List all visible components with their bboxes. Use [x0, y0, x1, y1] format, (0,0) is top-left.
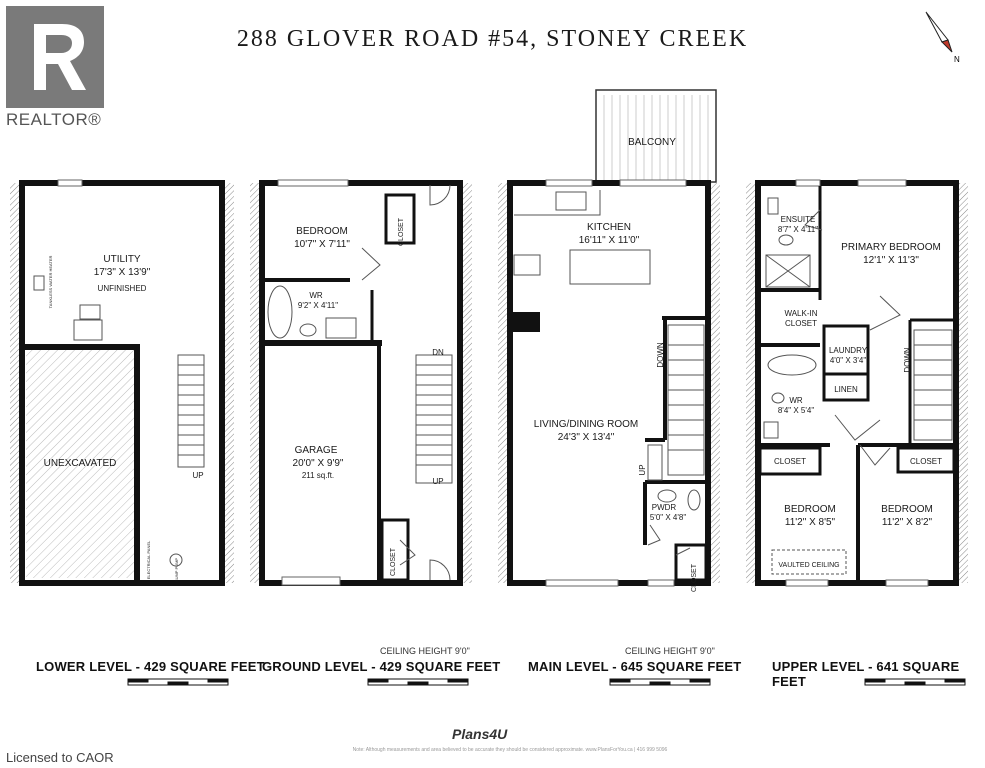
lower-up-label: UP — [192, 471, 203, 480]
ground-wr-size: 9'2" X 4'11" — [298, 301, 338, 310]
realtor-wordmark: REALTOR® — [6, 110, 102, 129]
sump-pump-label: SUMP PUMP — [174, 558, 179, 582]
primary-bedroom-size: 12'1" X 11'3" — [863, 255, 919, 266]
ground-closet-top: CLOSET — [398, 217, 405, 246]
footer-disclaimer: Note: Although measurements and area bel… — [352, 747, 668, 753]
garage-size: 20'0" X 9'9" — [293, 458, 344, 469]
upper-bedroom-left-label: BEDROOM — [784, 504, 836, 515]
compass-icon: N — [918, 8, 968, 64]
upper-bedroom-left-size: 11'2" X 8'5" — [785, 517, 836, 528]
utility-size: 17'3" X 13'9" — [94, 267, 151, 278]
vaulted-ceiling-label: VAULTED CEILING — [778, 562, 839, 569]
ground-level-title: GROUND LEVEL - 429 SQUARE FEET — [262, 659, 501, 674]
utility-note: UNFINISHED — [98, 284, 147, 293]
upper-wr-label: WR — [789, 396, 803, 405]
page-title: 288 GLOVER ROAD #54, STONEY CREEK — [236, 26, 749, 52]
lower-level-title: LOWER LEVEL - 429 SQUARE FEET — [36, 659, 265, 674]
kitchen-size: 16'11" X 11'0" — [579, 235, 640, 246]
main-level-title: MAIN LEVEL - 645 SQUARE FEET — [528, 659, 742, 674]
walkin-label: WALK-IN — [784, 309, 817, 318]
kitchen-label: KITCHEN — [587, 222, 631, 233]
main-level-plan — [498, 89, 720, 587]
garage-area: 211 sq.ft. — [302, 471, 334, 480]
upper-wr-size: 8'4" X 5'4" — [778, 406, 814, 415]
electrical-panel-label: ELECTRICAL PANEL — [146, 540, 151, 579]
licensed-text: Licensed to CAOR — [6, 750, 114, 765]
walkin-label-2: CLOSET — [785, 319, 817, 328]
utility-label: UTILITY — [103, 254, 141, 265]
linen-label: LINEN — [834, 385, 858, 394]
living-label: LIVING/DINING ROOM — [534, 419, 638, 430]
laundry-label: LAUNDRY — [829, 346, 868, 355]
ground-dn-label: DN — [432, 348, 444, 357]
upper-closet-right: CLOSET — [910, 457, 942, 466]
upper-level-plan — [746, 179, 968, 587]
upper-bedroom-right-size: 11'2" X 8'2" — [882, 517, 933, 528]
main-up-label: UP — [638, 464, 647, 475]
pwdr-size: 5'0" X 4'8" — [650, 513, 686, 522]
ground-bedroom-size: 10'7" X 7'11" — [294, 239, 350, 250]
pwdr-label: PWDR — [652, 503, 677, 512]
ground-level-plan — [250, 179, 472, 586]
laundry-size: 4'0" X 3'4" — [830, 356, 866, 365]
primary-bedroom-label: PRIMARY BEDROOM — [841, 242, 941, 253]
ground-bedroom-label: BEDROOM — [296, 226, 348, 237]
main-closet-label: CLOSET — [691, 563, 698, 592]
ensuite-size: 8'7" X 4'11" — [778, 225, 818, 234]
room-labels: UTILITY 17'3" X 13'9" UNFINISHED UNEXCAV… — [44, 137, 943, 592]
ground-wr-label: WR — [309, 291, 323, 300]
water-heater-label: TANKLESS WATER HEATER — [48, 256, 53, 309]
ground-closet-bottom: CLOSET — [390, 547, 397, 576]
upper-bedroom-right-label: BEDROOM — [881, 504, 933, 515]
balcony-label: BALCONY — [628, 137, 676, 148]
living-size: 24'3" X 13'4" — [558, 432, 615, 443]
ensuite-label: ENSUITE — [781, 215, 816, 224]
ground-ceiling-height: CEILING HEIGHT 9'0" — [380, 646, 470, 656]
scale-bars — [127, 678, 966, 686]
plans4u-logo: Plans4U — [452, 726, 508, 742]
lower-level-plan — [10, 179, 234, 586]
main-ceiling-height: CEILING HEIGHT 9'0" — [625, 646, 715, 656]
unexcavated-label: UNEXCAVATED — [44, 458, 117, 469]
upper-down-label: DOWN — [903, 347, 912, 373]
garage-label: GARAGE — [295, 445, 338, 456]
compass-north-label: N — [954, 55, 960, 64]
upper-level-title: UPPER LEVEL - 641 SQUARE FEET — [772, 659, 960, 689]
upper-closet-left: CLOSET — [774, 457, 806, 466]
main-down-label: DOWN — [656, 342, 665, 368]
realtor-logo — [6, 6, 104, 108]
ground-up-label: UP — [432, 477, 443, 486]
